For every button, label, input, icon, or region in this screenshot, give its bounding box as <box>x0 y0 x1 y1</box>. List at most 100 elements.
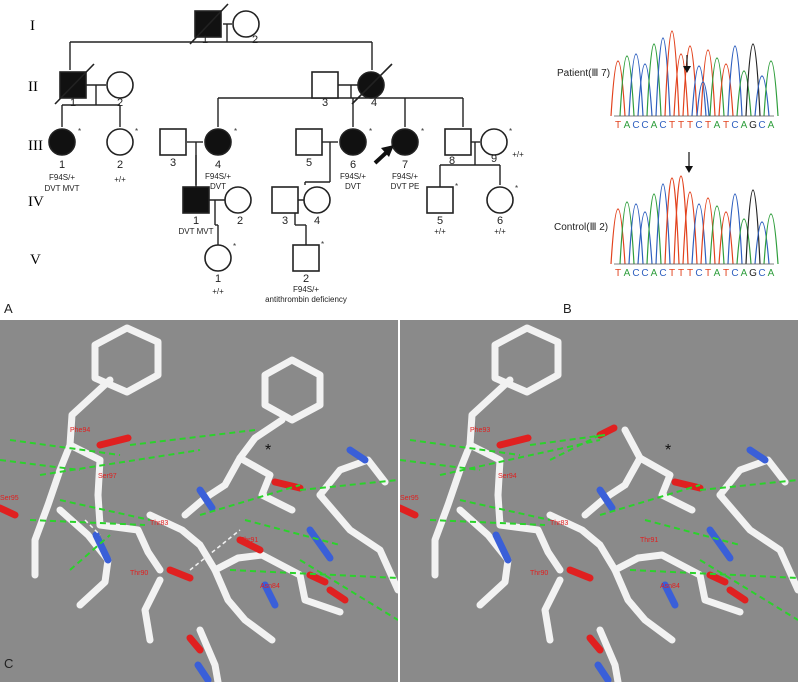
trace-peak <box>727 45 743 117</box>
mutation-arrow <box>685 152 693 173</box>
base-call: C <box>632 120 639 131</box>
trace-peak <box>718 211 734 265</box>
genotype-IV-5: +/+ <box>434 227 446 236</box>
residue-label-ser97: Ser97 <box>98 473 117 480</box>
residue-label-ser95: Ser95 <box>0 495 19 502</box>
base-call: A <box>768 268 775 279</box>
base-call: C <box>758 268 765 279</box>
trace-peak <box>745 189 761 265</box>
individual-V-1 <box>204 244 232 272</box>
base-call: A <box>741 120 748 131</box>
base-call: T <box>615 268 621 279</box>
individual-IV-6 <box>486 186 514 214</box>
trace-peak <box>682 45 698 117</box>
residue-label-ser94: Ser94 <box>498 473 517 480</box>
num-I-1: 1 <box>202 34 208 46</box>
phenotype-III-1: DVT MVT <box>45 184 80 193</box>
tested-marker: * <box>455 182 458 191</box>
individual-IV-5 <box>426 186 454 214</box>
trace-peak <box>700 197 716 265</box>
base-call: T <box>723 120 729 131</box>
individual-III-3 <box>159 128 187 156</box>
individual-II-3 <box>311 71 339 99</box>
num-V-1: 1 <box>215 273 221 285</box>
num-III-5: 5 <box>306 157 312 169</box>
panel-label-a: A <box>4 301 13 316</box>
num-III-8: 8 <box>449 155 455 167</box>
base-call: T <box>687 120 693 131</box>
residue-label-thr83: Thr83 <box>150 520 168 527</box>
individual-III-9 <box>480 128 508 156</box>
trace-peak <box>655 183 671 265</box>
individual-IV-1 <box>182 186 210 214</box>
trace-peak <box>736 70 752 117</box>
tested-marker: * <box>78 127 81 136</box>
trace-peak <box>637 63 653 117</box>
trace-peak <box>691 203 707 265</box>
trace-peak <box>628 53 644 117</box>
patient-label: Patient(Ⅲ 7) <box>557 68 611 79</box>
genotype-IV-6: +/+ <box>494 227 506 236</box>
individual-I-2 <box>232 10 260 38</box>
generation-label-IV: IV <box>28 194 44 210</box>
tested-marker: * <box>421 127 424 136</box>
base-call: T <box>669 120 675 131</box>
num-III-4: 4 <box>215 159 221 171</box>
trace-peak <box>610 60 626 117</box>
tested-marker: * <box>515 184 518 193</box>
generation-label-I: I <box>30 18 35 34</box>
individual-IV-3 <box>271 186 299 214</box>
residue-label-asn84: Asn84 <box>660 583 680 590</box>
base-call: G <box>749 120 757 131</box>
base-call: T <box>669 268 675 279</box>
base-call: A <box>714 120 721 131</box>
trace-peak <box>709 57 725 117</box>
phenotype-III-6: DVT <box>345 182 361 191</box>
base-call: A <box>768 120 775 131</box>
base-call: A <box>741 268 748 279</box>
num-III-3: 3 <box>170 157 176 169</box>
individual-III-6 <box>339 128 367 156</box>
genotype-III-6: F94S/+ <box>340 172 366 181</box>
residue-label-ser95: Ser95 <box>400 495 419 502</box>
num-III-1: 1 <box>59 159 65 171</box>
panel-label-c: C <box>4 656 14 671</box>
trace-peak <box>727 193 743 265</box>
residue-label-phe94: Phe94 <box>70 427 90 434</box>
trace-peak <box>646 43 662 117</box>
trace-peak <box>718 63 734 117</box>
base-call: T <box>678 268 684 279</box>
mutation-arrow <box>683 55 691 73</box>
base-call: C <box>731 120 738 131</box>
phenotype-V-2: antithrombin deficiency <box>265 295 347 304</box>
base-call: C <box>695 268 702 279</box>
trace-peak <box>619 201 635 265</box>
tested-marker: * <box>234 127 237 136</box>
proband-arrow <box>373 145 394 165</box>
trace-peak <box>754 221 770 265</box>
individual-V-2 <box>292 244 320 272</box>
num-II-4: 4 <box>371 97 377 109</box>
panel-label-b: B <box>563 301 572 316</box>
base-call: T <box>723 268 729 279</box>
num-III-6: 6 <box>350 159 356 171</box>
trace-peak <box>646 193 662 265</box>
structure-wildtype: Phe94 Ser97 Ser95 Thr83 Thr90 Thr91 Asn8… <box>0 320 398 682</box>
tested-marker: * <box>135 127 138 136</box>
num-III-7: 7 <box>402 159 408 171</box>
trace-peak <box>691 65 707 117</box>
residue-label-asn84: Asn84 <box>260 583 280 590</box>
trace-peak <box>700 49 716 117</box>
genotype-III-2: +/+ <box>114 175 126 184</box>
base-call: C <box>758 120 765 131</box>
genotype-V-1: +/+ <box>212 287 224 296</box>
base-call: G <box>749 268 757 279</box>
phenotype-III-7: DVT PE <box>391 182 420 191</box>
base-call: C <box>641 120 648 131</box>
residue-label-thr90: Thr90 <box>130 570 148 577</box>
trace-peak <box>637 211 653 265</box>
trace-peak <box>754 75 770 117</box>
tested-marker: * <box>233 242 236 251</box>
